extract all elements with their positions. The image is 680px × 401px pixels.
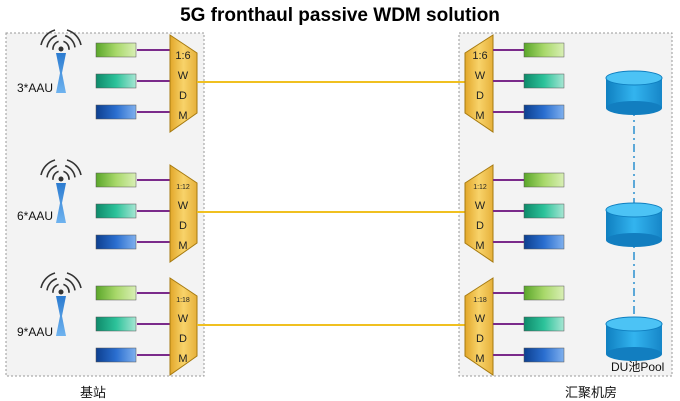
module-icon <box>95 203 137 219</box>
module-icon <box>95 285 137 301</box>
mux-letter: W <box>178 200 189 212</box>
module-icon <box>95 347 137 363</box>
mux-ratio: 1:18 <box>176 297 190 304</box>
signal-arc <box>40 29 56 46</box>
mux-letter: M <box>178 110 187 122</box>
signal-arc <box>40 272 56 289</box>
mux-ratio: 1:12 <box>473 184 487 191</box>
antenna-tip <box>58 176 64 182</box>
module-icon <box>523 42 565 58</box>
mux-letter: W <box>475 200 486 212</box>
module-icon <box>95 316 137 332</box>
mux-shape <box>464 164 494 263</box>
du-pool <box>605 70 663 361</box>
signal-arc <box>63 40 70 50</box>
antenna-signal-icon <box>40 29 82 93</box>
signal-arc <box>64 34 76 48</box>
antenna-signal-icon <box>40 159 82 223</box>
mux-letter: D <box>179 220 187 232</box>
mux-ratio: 1:6 <box>472 50 487 62</box>
signal-arc <box>52 170 59 180</box>
module-icon <box>95 104 137 120</box>
mux-letter: W <box>178 313 189 325</box>
module-icon <box>523 104 565 120</box>
mux-letter: M <box>475 240 484 252</box>
module-icon <box>95 73 137 89</box>
du-cylinder-icon <box>605 202 663 247</box>
du-cylinder-icon <box>605 70 663 115</box>
signal-arc <box>52 283 59 293</box>
du-pool-label: DU池Pool <box>611 360 665 374</box>
signal-arc <box>52 40 59 50</box>
module-icon <box>523 73 565 89</box>
signal-arc <box>63 283 70 293</box>
aau-label: 9*AAU <box>17 325 54 339</box>
du-cylinder-icon <box>605 316 663 361</box>
signal-arc <box>66 29 82 46</box>
antenna-mast <box>56 53 66 93</box>
module-icon <box>523 203 565 219</box>
antenna-signal-icon <box>40 272 82 336</box>
module-icon <box>523 285 565 301</box>
module-icon <box>523 234 565 250</box>
aau-label: 3*AAU <box>17 81 54 95</box>
diagram-title: 5G fronthaul passive WDM solution <box>180 5 500 26</box>
mux-letter: M <box>475 110 484 122</box>
module-icon <box>523 347 565 363</box>
module-icon <box>95 234 137 250</box>
mux-ratio: 1:12 <box>176 184 190 191</box>
signal-arc <box>64 164 76 178</box>
signal-arc <box>66 159 82 176</box>
signal-arc <box>63 170 70 180</box>
signal-arc <box>66 272 82 289</box>
mux-letter: M <box>178 353 187 365</box>
mux-letter: W <box>178 70 189 82</box>
signal-arc <box>46 34 58 48</box>
antenna-tip <box>58 46 64 52</box>
aggregation-room-label: 汇聚机房 <box>565 385 618 400</box>
aau-label: 6*AAU <box>17 209 54 223</box>
module-icon <box>523 316 565 332</box>
mux-shape <box>464 277 494 376</box>
antenna-tip <box>58 289 64 295</box>
mux-shape <box>464 34 494 133</box>
module-icon <box>95 42 137 58</box>
mux-shape <box>169 277 198 376</box>
signal-arc <box>40 159 56 176</box>
mux-shape <box>169 164 198 263</box>
antenna-mast <box>56 183 66 223</box>
mux-letter: D <box>179 333 187 345</box>
module-icon <box>95 172 137 188</box>
signal-arc <box>46 277 58 291</box>
mux-letter: D <box>476 90 484 102</box>
base-station-label: 基站 <box>80 385 107 400</box>
mux-letter: M <box>475 353 484 365</box>
signal-arc <box>64 277 76 291</box>
mux-letter: D <box>476 333 484 345</box>
signal-arc <box>46 164 58 178</box>
antenna-mast <box>56 296 66 336</box>
mux-ratio: 1:6 <box>175 50 190 62</box>
mux-letter: W <box>475 313 486 325</box>
mux-ratio: 1:18 <box>473 297 487 304</box>
mux-letter: W <box>475 70 486 82</box>
module-icon <box>523 172 565 188</box>
mux-letter: D <box>179 90 187 102</box>
mux-shape <box>169 34 198 133</box>
mux-letter: M <box>178 240 187 252</box>
mux-letter: D <box>476 220 484 232</box>
